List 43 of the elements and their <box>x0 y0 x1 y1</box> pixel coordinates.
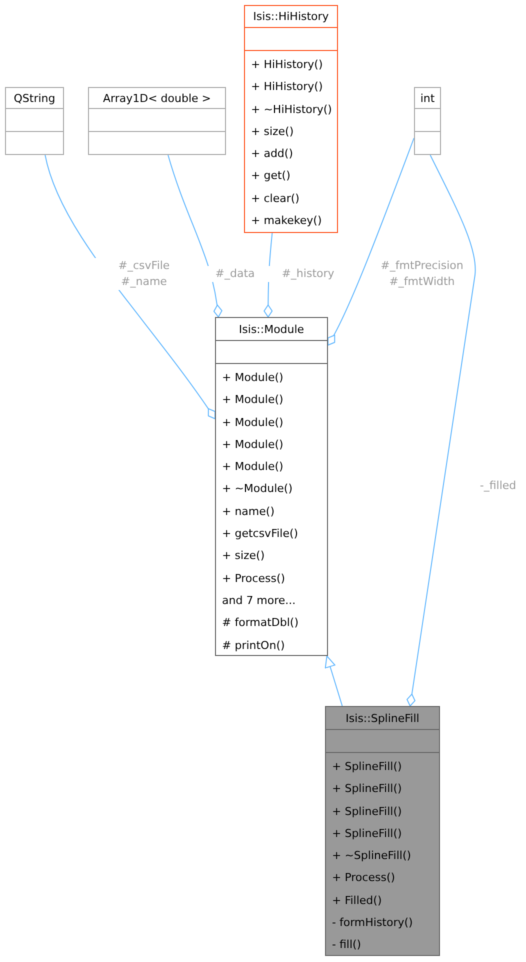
method-name: + Filled() <box>332 892 383 909</box>
method-name: + Module() <box>222 414 284 431</box>
method-name: + Module() <box>222 392 284 408</box>
class-name: Isis::SplineFill <box>346 712 420 724</box>
method-name: + Module() <box>222 459 284 476</box>
method-name: + HiHistory() <box>251 57 324 73</box>
class-box <box>325 706 440 956</box>
method-name: + size() <box>251 124 295 140</box>
method-name: + SplineFill() <box>332 826 403 842</box>
method-name: + getcsvFile() <box>222 526 300 542</box>
method-name: + SplineFill() <box>332 759 403 775</box>
method-name: + size() <box>222 548 266 564</box>
class-name: Isis::HiHistory <box>253 11 329 22</box>
class-name: Isis::Module <box>238 324 304 334</box>
method-name: + add() <box>251 146 294 162</box>
class-box <box>244 5 338 233</box>
method-name: + ~Module() <box>222 481 294 498</box>
class-name: QString <box>14 92 56 104</box>
method-name: + makekey() <box>251 213 323 230</box>
method-name: # formatDbl() <box>222 615 300 632</box>
class-name: Array1D< double > <box>102 92 211 104</box>
method-name: + Process() <box>222 570 286 587</box>
method-name: + HiHistory() <box>251 79 324 96</box>
method-name: + SplineFill() <box>332 781 403 798</box>
method-name: - formHistory() <box>332 915 414 932</box>
class-box <box>5 87 64 155</box>
class-name: int <box>420 92 435 104</box>
method-name: - fill() <box>332 937 362 954</box>
method-name: + ~HiHistory() <box>251 102 333 118</box>
method-name: + get() <box>251 168 292 184</box>
method-name: + name() <box>222 504 276 520</box>
method-name: + Process() <box>332 870 396 886</box>
method-name: + clear() <box>251 190 300 207</box>
connector-arrow <box>324 656 343 706</box>
method-name: + ~SplineFill() <box>332 848 412 864</box>
method-name: + Module() <box>222 370 284 386</box>
method-name: + SplineFill() <box>332 804 403 820</box>
method-name: and 7 more... <box>222 592 297 609</box>
class-box <box>414 87 441 155</box>
method-name: # printOn() <box>222 638 286 654</box>
class-box <box>215 317 328 656</box>
class-box <box>88 87 226 155</box>
method-name: + Module() <box>222 436 284 453</box>
